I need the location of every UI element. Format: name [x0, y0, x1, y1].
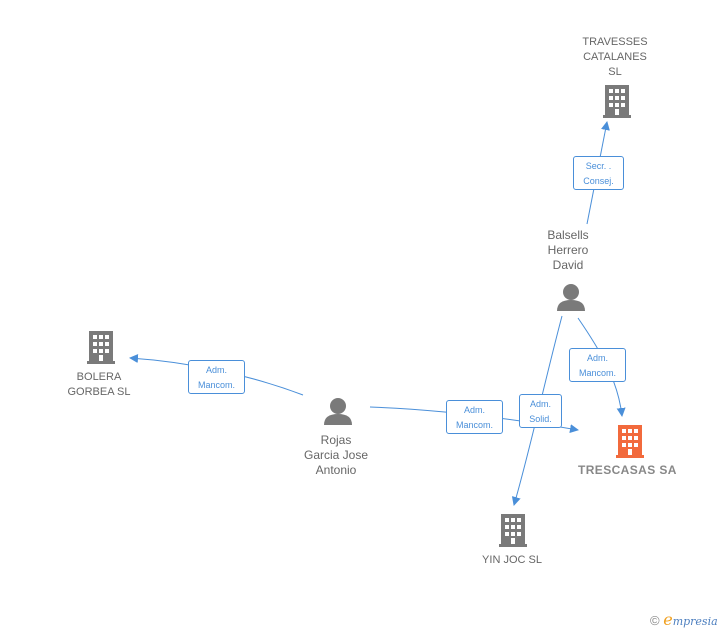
balsells-label[interactable]: Balsells Herrero David — [528, 228, 608, 273]
bolera-building-icon — [87, 331, 115, 364]
copyright-symbol: © — [650, 613, 660, 628]
balsells-label-line-3: David — [552, 258, 584, 272]
travesses-label-line-2: CATALANES — [583, 51, 647, 63]
edge-label-adm-solid-line-2: Solid. — [529, 414, 552, 424]
edge-label-adm-mancom-balsells-trescasas: Adm. Mancom. — [569, 348, 626, 382]
edge-label-secr-consej: Secr. . Consej. — [573, 156, 624, 190]
travesses-label-line-1: TRAVESSES — [582, 36, 648, 48]
rojas-label-line-2: Garcia Jose — [303, 448, 369, 462]
bolera-label-line-2: GORBEA SL — [67, 386, 131, 398]
edge-label-adm-mancom-bolera: Adm. Mancom. — [188, 360, 245, 394]
empresia-logo[interactable]: © empresia — [650, 610, 718, 629]
travesses-label[interactable]: TRAVESSES CATALANES SL — [565, 35, 665, 80]
rojas-label[interactable]: Rojas Garcia Jose Antonio — [286, 433, 386, 478]
edge-label-adm-mancom-rojas-trescasas-line-2: Mancom. — [455, 420, 493, 430]
yinjoc-label-text: YIN JOC SL — [482, 554, 542, 566]
rojas-label-line-3: Antonio — [315, 463, 357, 477]
edge-label-secr-consej-line-1: Secr. . — [585, 161, 612, 171]
edge-label-adm-solid: Adm. Solid. — [519, 394, 562, 428]
edge-label-adm-mancom-rojas-trescasas: Adm. Mancom. — [446, 400, 503, 434]
bolera-label[interactable]: BOLERA GORBEA SL — [49, 370, 149, 400]
rojas-label-line-1: Rojas — [320, 433, 352, 447]
brand-name: mpresia — [672, 615, 718, 628]
bolera-label-line-1: BOLERA — [76, 371, 122, 383]
yinjoc-label[interactable]: YIN JOC SL — [462, 553, 562, 568]
edge-label-adm-mancom-rojas-trescasas-line-1: Adm. — [463, 405, 485, 415]
edge-label-adm-mancom-balsells-trescasas-line-2: Mancom. — [578, 368, 616, 378]
balsells-person-icon — [557, 284, 585, 311]
brand-e: e — [663, 610, 673, 629]
trescasas-label[interactable]: TRESCASAS SA — [578, 463, 677, 477]
edge-label-adm-mancom-bolera-line-2: Mancom. — [197, 380, 235, 390]
yinjoc-building-icon — [499, 514, 527, 547]
edge-label-adm-mancom-bolera-line-1: Adm. — [205, 365, 227, 375]
edge-label-adm-solid-line-1: Adm. — [529, 399, 551, 409]
travesses-building-icon — [603, 85, 631, 118]
edge-label-adm-mancom-balsells-trescasas-line-1: Adm. — [586, 353, 608, 363]
balsells-label-line-1: Balsells — [547, 228, 589, 242]
balsells-label-line-2: Herrero — [547, 243, 589, 257]
travesses-label-line-3: SL — [608, 66, 622, 78]
trescasas-building-icon — [616, 425, 644, 458]
edge-label-secr-consej-line-2: Consej. — [583, 176, 614, 186]
rojas-person-icon — [324, 398, 352, 425]
